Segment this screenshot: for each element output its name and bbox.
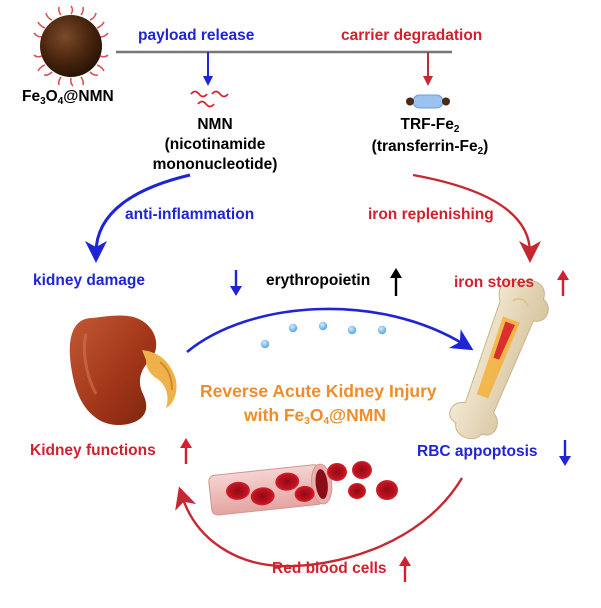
- payload-release-label: payload release: [138, 27, 255, 44]
- anti-inflammation-arrow: [85, 173, 191, 263]
- iron-stores-up-arrow-icon: [557, 270, 569, 296]
- nmn-full-name-line1: (nicotinamide: [164, 136, 266, 153]
- red-blood-cells-label: Red blood cells: [272, 560, 387, 577]
- iron-replenishing-label: iron replenishing: [368, 206, 494, 223]
- rbc-apoptosis-label: RBC appoptosis: [417, 443, 538, 460]
- center-title-line1: Reverse Acute Kidney Injury: [200, 381, 437, 401]
- erythropoietin-arrow: [186, 307, 474, 354]
- center-title: Reverse Acute Kidney Injury with Fe3O4@N…: [200, 380, 437, 428]
- nanoparticle-icon: [33, 5, 109, 87]
- anti-inflammation-label: anti-inflammation: [125, 206, 255, 223]
- nmn-full-name-line2: mononucleotide): [152, 156, 278, 173]
- trf-full-name: (transferrin-Fe2): [371, 138, 489, 157]
- blood-vessel-icon: [208, 463, 333, 516]
- kidney-damage-down-arrow-icon: [230, 270, 242, 296]
- erythropoietin-dots: [260, 321, 387, 349]
- nmn-title: NMN: [197, 116, 233, 133]
- erythropoietin-label: erythropoietin: [266, 272, 371, 289]
- kidney-functions-up-arrow-icon: [180, 438, 192, 464]
- transferrin-icon: [406, 94, 450, 109]
- carrier-degradation-label: carrier degradation: [341, 27, 483, 44]
- top-branch-lines: [116, 50, 452, 86]
- center-title-line2: with Fe3O4@NMN: [244, 404, 386, 427]
- nmn-molecule-icon: [190, 90, 229, 108]
- red-blood-cells-icon: [327, 461, 398, 500]
- bone-icon: [449, 280, 549, 440]
- rbc-apoptosis-down-arrow-icon: [559, 440, 571, 466]
- trf-title: TRF-Fe2: [400, 116, 460, 135]
- kidney-damage-label: kidney damage: [33, 272, 145, 289]
- iron-replenishing-arrow: [412, 173, 541, 263]
- iron-stores-label: iron stores: [454, 274, 535, 291]
- kidney-functions-label: Kidney functions: [30, 442, 156, 459]
- nanoparticle-label: Fe3O4@NMN: [22, 88, 114, 107]
- kidney-icon: [69, 315, 177, 426]
- red-blood-cells-up-arrow-icon: [399, 556, 411, 582]
- red-blood-cells-cycle-arrow: [175, 477, 464, 568]
- erythropoietin-up-arrow-icon: [390, 268, 402, 296]
